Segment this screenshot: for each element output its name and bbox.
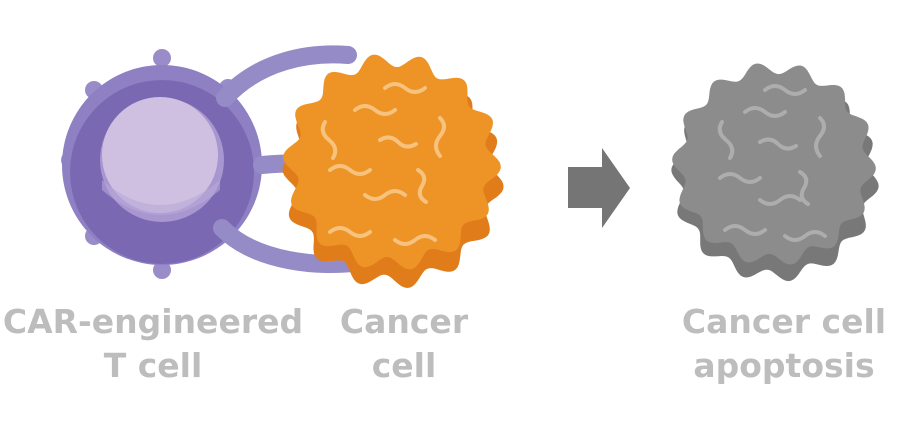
cancer-cell-label-line2: cell (371, 346, 437, 385)
apoptosis-label-line1: Cancer cell (681, 302, 887, 341)
t-cell-label: CAR-engineered T cell (0, 300, 306, 388)
cancer-cell-icon (282, 54, 504, 288)
apoptosis-label-line2: apoptosis (693, 346, 875, 385)
t-cell-label-line1: CAR-engineered (2, 302, 304, 341)
t-cell-label-line2: T cell (103, 346, 203, 385)
apoptotic-cell-icon (671, 63, 879, 282)
apoptosis-label: Cancer cell apoptosis (656, 300, 912, 388)
cancer-cell-label-line1: Cancer (339, 302, 469, 341)
cancer-cell-label: Cancer cell (316, 300, 492, 388)
right-arrow-icon (568, 148, 630, 228)
car-t-cell-icon (61, 49, 262, 279)
